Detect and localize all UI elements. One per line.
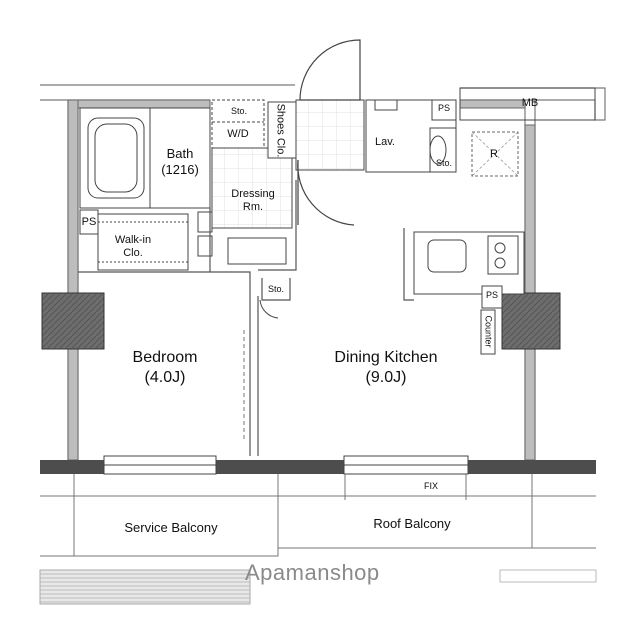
entrance-hall (295, 99, 365, 171)
mb-box (459, 87, 596, 121)
washer-label: W/D (227, 128, 249, 140)
ps-top-label: PS (437, 103, 450, 113)
counter-box (480, 309, 496, 355)
dressing-sink (197, 211, 213, 257)
window-wall (40, 455, 596, 475)
wash-basin (227, 237, 287, 265)
laundry-area (211, 99, 265, 149)
balcony-grating (39, 569, 251, 605)
storage-top-label: Sto. (230, 106, 247, 116)
storage-lav-label: Sto. (435, 158, 452, 168)
ps-right-label: PS (485, 290, 498, 300)
bath-room (79, 107, 211, 209)
storage-door (259, 299, 279, 319)
watermark-logo: Apamanshop (245, 560, 380, 585)
counter-label: Counter (483, 315, 494, 348)
partition-walls (78, 180, 414, 456)
storage-mid-label: Sto. (267, 284, 284, 294)
bath-label: Bath(1216) (161, 146, 199, 177)
dressing-room (211, 147, 293, 229)
kitchen-counter (413, 231, 525, 295)
balcony (40, 474, 596, 557)
balcony-step (499, 569, 597, 583)
entrance-door (299, 39, 361, 101)
roof-balcony-label: Roof Balcony (373, 516, 451, 531)
shoes-closet-label: Shoes Clo. (274, 103, 287, 158)
mb-label: MB (521, 97, 539, 109)
column-left (41, 292, 105, 350)
ps-left-label: PS (81, 216, 97, 228)
shoes-closet (267, 101, 297, 159)
dining-kitchen-label: Dining Kitchen(9.0J) (334, 349, 438, 386)
refrigerator-label: R (490, 148, 498, 160)
ps-right-box (481, 285, 503, 309)
lavatory-room (365, 99, 457, 173)
walk-in-closet (79, 209, 189, 271)
column-right (501, 292, 561, 350)
lavatory-label: Lav. (375, 136, 395, 148)
bedroom-label: Bedroom(4.0J) (132, 349, 198, 386)
service-balcony-label: Service Balcony (124, 520, 218, 535)
fix-window-label: FIX (423, 481, 438, 491)
